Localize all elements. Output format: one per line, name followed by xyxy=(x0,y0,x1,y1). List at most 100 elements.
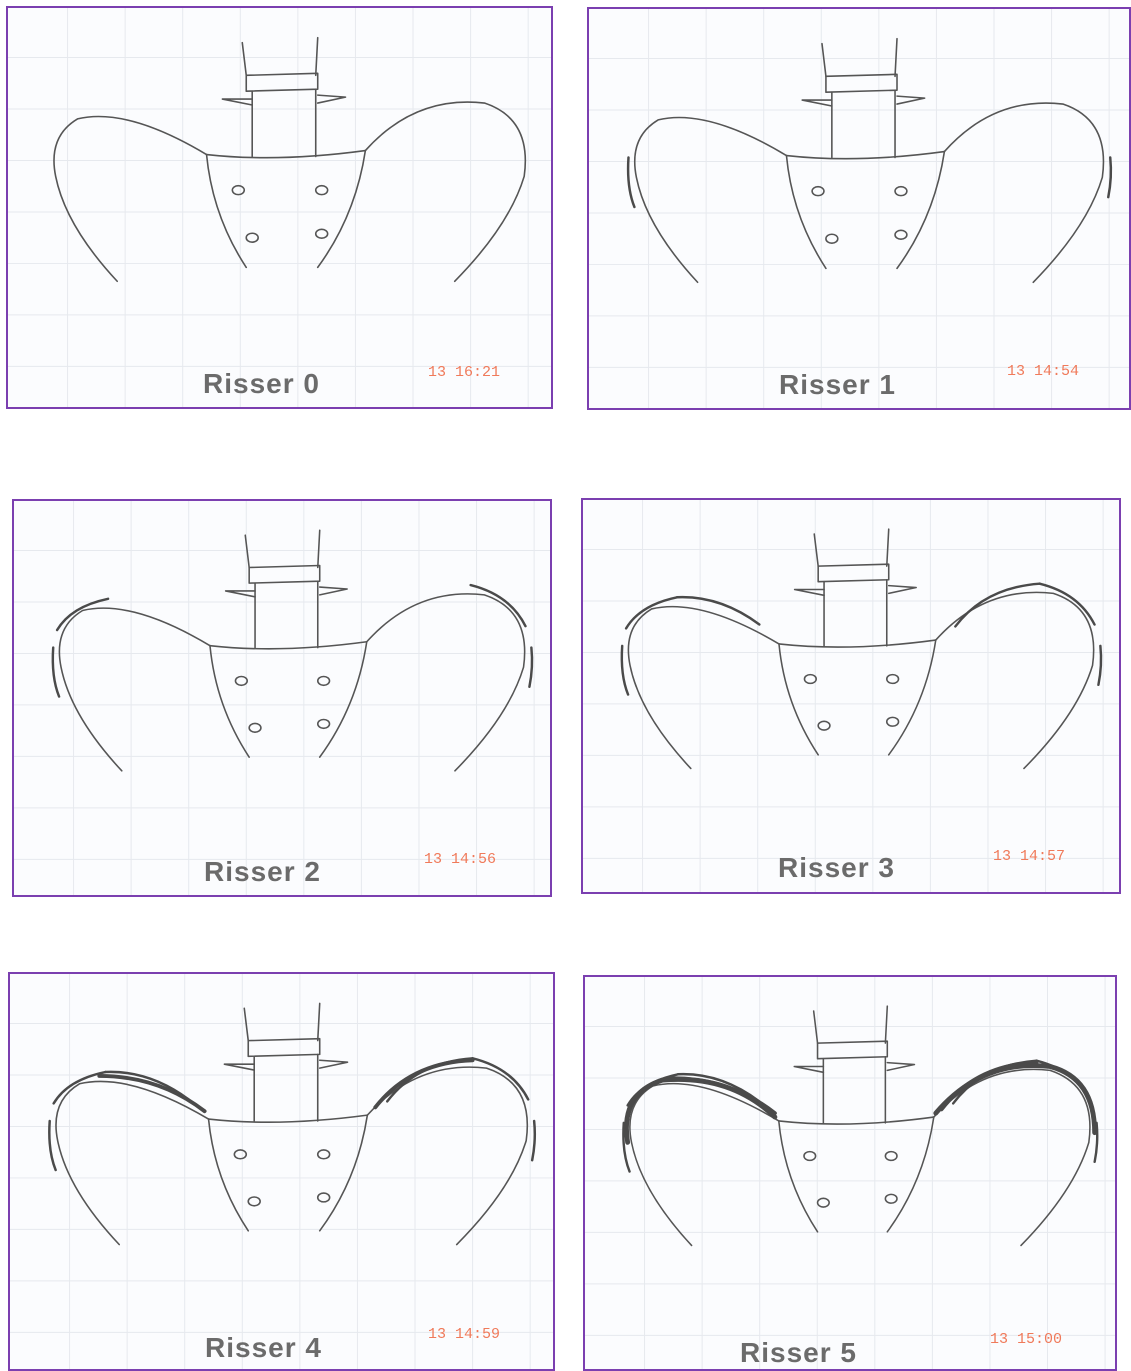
left-apophysis-fused xyxy=(626,1079,774,1142)
left-apophysis-segment xyxy=(622,646,628,695)
left-iliac-wing xyxy=(54,117,207,282)
pelvis-sketch-1 xyxy=(589,9,1129,408)
pelvis-outline xyxy=(630,1006,1090,1245)
spine-lines xyxy=(242,38,317,76)
pelvis-outline xyxy=(59,530,524,771)
sacral-foramen xyxy=(234,1150,246,1159)
sacral-foramen xyxy=(826,234,838,243)
sacral-base xyxy=(779,1117,934,1124)
sacral-foramen xyxy=(318,720,330,729)
vertebra-disc xyxy=(249,566,320,584)
iliac-apophysis xyxy=(628,158,1111,208)
right-apophysis-segment xyxy=(955,584,1039,627)
pelvis-outline xyxy=(635,39,1104,283)
risser-panel-0: Risser 0 13 16:21 xyxy=(6,6,553,409)
sacral-base xyxy=(209,1115,368,1122)
pelvis-sketch-2 xyxy=(14,501,550,895)
sacral-foramen xyxy=(248,1197,260,1206)
vertebra-body xyxy=(832,90,895,157)
left-apophysis-segment xyxy=(626,597,677,628)
vertebra-disc xyxy=(248,1039,319,1057)
sacral-foramen xyxy=(818,1198,830,1207)
left-apophysis-fusing xyxy=(99,1076,204,1111)
vertebra-disc xyxy=(818,1041,888,1059)
spine-lines xyxy=(814,1006,888,1043)
risser-label-3: Risser 3 xyxy=(778,852,895,884)
sacral-base xyxy=(210,642,367,649)
pelvis-sketch-0 xyxy=(8,8,551,407)
left-apophysis-segment xyxy=(628,158,634,208)
right-apophysis-fused xyxy=(936,1066,1095,1133)
right-iliac-wing xyxy=(934,1069,1090,1245)
vertebra-body xyxy=(254,1054,318,1121)
right-iliac-wing xyxy=(367,594,525,771)
spine-lines xyxy=(245,530,319,567)
vertebra-body xyxy=(255,581,318,647)
right-iliac-wing xyxy=(365,102,525,281)
sacral-foramen xyxy=(316,186,328,195)
risser-label-2: Risser 2 xyxy=(204,856,321,888)
sacral-foramen xyxy=(887,675,899,684)
transverse-processes xyxy=(226,587,348,597)
pelvis-sketch-5 xyxy=(585,977,1115,1369)
right-iliac-wing xyxy=(367,1067,527,1244)
sacral-foramen xyxy=(318,1193,330,1202)
risser-label-5: Risser 5 xyxy=(740,1337,857,1369)
vertebra-disc xyxy=(818,564,889,582)
left-iliac-wing xyxy=(59,608,210,771)
vertebra-body xyxy=(252,89,316,156)
sacral-foramen xyxy=(818,721,830,730)
timestamp-4: 13 14:59 xyxy=(428,1326,500,1343)
sacral-foramen xyxy=(804,675,816,684)
sacral-foramen xyxy=(895,187,907,196)
transverse-processes xyxy=(794,1063,914,1073)
iliac-apophysis xyxy=(623,1061,1097,1172)
sacrum-sides xyxy=(779,1117,934,1232)
spine-lines xyxy=(822,39,897,77)
transverse-processes xyxy=(224,1060,347,1070)
timestamp-5: 13 15:00 xyxy=(990,1331,1062,1348)
vertebra-body xyxy=(823,1057,885,1123)
sacrum-sides xyxy=(209,1115,368,1231)
sacral-foramen xyxy=(887,717,899,726)
sacral-foramen xyxy=(804,1152,816,1161)
sacral-foramen xyxy=(318,1150,330,1159)
risser-label-1: Risser 1 xyxy=(779,369,896,401)
spine-lines xyxy=(814,529,888,566)
left-apophysis-segment xyxy=(49,1121,55,1170)
transverse-processes xyxy=(802,96,924,106)
right-iliac-wing xyxy=(936,592,1094,768)
sacral-base xyxy=(786,152,944,159)
risser-panel-4: Risser 4 13 14:59 xyxy=(8,972,555,1371)
left-iliac-wing xyxy=(630,1084,779,1246)
sacral-foramen xyxy=(249,723,261,732)
left-iliac-wing xyxy=(628,607,779,769)
sacral-foramen xyxy=(246,233,258,242)
sacral-base xyxy=(207,151,366,158)
timestamp-2: 13 14:56 xyxy=(424,851,496,868)
right-iliac-wing xyxy=(944,103,1103,282)
risser-panel-3: Risser 3 13 14:57 xyxy=(581,498,1121,894)
sacrum-sides xyxy=(786,152,944,269)
sacral-base xyxy=(779,640,936,647)
sacrum-sides xyxy=(779,640,936,755)
iliac-apophysis xyxy=(622,584,1101,695)
left-apophysis-segment xyxy=(53,648,59,697)
risser-label-0: Risser 0 xyxy=(203,368,320,400)
sacrum-sides xyxy=(207,151,366,268)
sacral-foramen xyxy=(318,676,330,685)
sacral-foramen xyxy=(235,676,247,685)
left-apophysis-segment xyxy=(57,599,108,630)
spine-lines xyxy=(244,1003,319,1040)
sacral-foramen xyxy=(895,230,907,239)
risser-panel-5: Risser 5 13 15:00 xyxy=(583,975,1117,1371)
sacral-foramen xyxy=(316,229,328,238)
sacral-foramen xyxy=(885,1152,897,1161)
risser-panel-1: Risser 1 13 14:54 xyxy=(587,7,1131,410)
right-apophysis-segment xyxy=(387,1058,472,1101)
sacral-foramen xyxy=(812,187,824,196)
vertebra-body xyxy=(824,580,887,646)
vertebra-disc xyxy=(826,74,897,92)
vertebra-disc xyxy=(246,73,317,91)
timestamp-1: 13 14:54 xyxy=(1007,363,1079,380)
